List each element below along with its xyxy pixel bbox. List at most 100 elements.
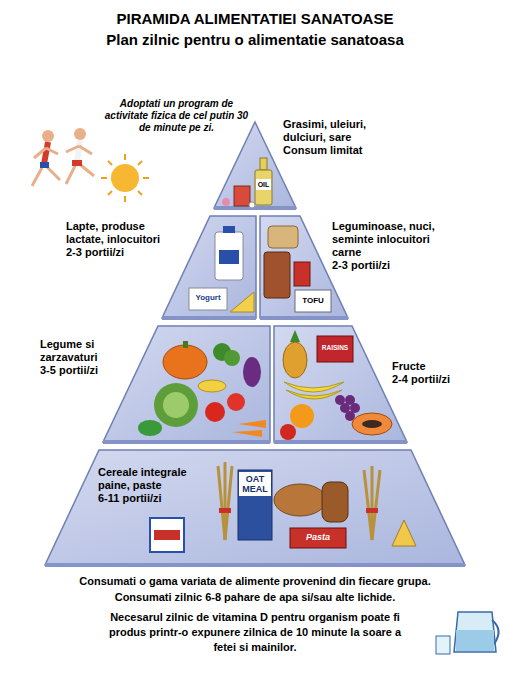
serving-count: 2-3 portii/zi (66, 246, 168, 259)
activity-note: Adoptati un program de activitate fizica… (104, 98, 249, 134)
label-box: OIL (256, 179, 271, 190)
tier-ledge (260, 316, 348, 320)
cereal-stripe (154, 530, 180, 540)
wheat-tie (366, 508, 378, 513)
tier-ledge (162, 316, 256, 320)
product-label: Yogurt (189, 292, 227, 304)
milk-cap (223, 226, 235, 233)
cabbage (163, 392, 189, 418)
banana (286, 390, 342, 399)
label-box: OAT MEAL (239, 474, 271, 494)
pineapple (283, 342, 307, 378)
serving-count: 6-11 portii/zi (98, 492, 210, 505)
carrot (238, 420, 266, 428)
runner-head (74, 128, 86, 140)
pyramid-tier (162, 216, 256, 318)
product-label: RAISINS (317, 343, 353, 353)
yogurt-cup (189, 288, 227, 310)
runner-head (42, 130, 54, 142)
group-name: Cereale integrale paine, paste (98, 466, 210, 492)
product-label: TOFU (295, 295, 331, 307)
label-box: Pasta (290, 531, 346, 544)
banana (284, 382, 344, 392)
candy (222, 198, 230, 206)
runner-body (44, 142, 48, 164)
food-group: Grasimi, uleiuri, dulciuri, sareConsum l… (283, 118, 395, 157)
group-name: Fructe (392, 360, 484, 373)
title-box: PIRAMIDA ALIMENTATIEI SANATOASE (0, 10, 510, 28)
oatmeal-box (238, 470, 272, 540)
water-jug (454, 612, 496, 652)
food-group: Leguminoase, nuci, seminte inlocuitori c… (332, 220, 444, 272)
runner-arm (79, 146, 92, 154)
cheese (230, 292, 254, 312)
water (456, 630, 494, 651)
group-name: Leguminoase, nuci, seminte inlocuitori c… (332, 220, 444, 259)
label-box: Adoptati un program de activitate fizica… (104, 98, 249, 134)
tortilla-chip (392, 520, 416, 546)
pumpkin (163, 345, 207, 379)
group-name: Grasimi, uleiuri, dulciuri, sare (283, 118, 395, 144)
serving-count: 2-3 portii/zi (332, 259, 444, 272)
oil-label (256, 179, 271, 190)
sun (111, 164, 139, 192)
pumpkin-stem (183, 341, 188, 348)
glass (436, 636, 450, 654)
tomato (227, 393, 245, 411)
food-group: Lapte, produse lactate, inlocuitori2-3 p… (66, 220, 168, 259)
runner-arm (46, 148, 58, 154)
title: PIRAMIDA ALIMENTATIEI SANATOASE (0, 10, 510, 28)
tier-ledge (103, 440, 270, 444)
footer-note: Necesarul zilnic de vitamina D pentru or… (100, 610, 410, 655)
apple (280, 424, 296, 440)
wheat-sheaf (218, 462, 232, 540)
jar (234, 186, 250, 206)
group-name: Legume si zarzavaturi (40, 338, 124, 364)
pepper (138, 420, 162, 436)
broccoli (224, 350, 240, 366)
milk-jug (215, 232, 243, 280)
product-label: OIL (256, 179, 271, 190)
serving-count: 3-5 portii/zi (40, 364, 124, 377)
beans-bag (264, 252, 290, 298)
food-group: Fructe2-4 portii/zi (392, 360, 484, 386)
runner-shorts (40, 162, 49, 168)
footer-note: Consumati o gama variata de alimente pro… (0, 574, 510, 588)
cabbage (154, 383, 198, 427)
cereal-box (150, 518, 184, 552)
label-box: Consumati zilnic 6-8 pahare de apa si/sa… (0, 590, 510, 604)
runner-body (77, 140, 80, 162)
tofu-box (295, 290, 331, 312)
sun-rays (101, 154, 149, 202)
tier-ledge (274, 440, 407, 444)
wheat-sheaf (364, 466, 380, 540)
pyramid-tier (45, 450, 465, 565)
papaya-seeds (362, 420, 382, 428)
orange (290, 404, 314, 428)
subtitle: Plan zilnic pentru o alimentatie sanatoa… (0, 31, 510, 49)
oil-bottle-neck (260, 158, 267, 170)
corn (198, 380, 226, 392)
pineapple-leaves (290, 330, 300, 342)
oatmeal-label (239, 472, 271, 496)
label-box: TOFU (295, 295, 331, 307)
runner-arm (66, 146, 79, 152)
product-label: OAT MEAL (239, 474, 271, 494)
label-box: Consumati o gama variata de alimente pro… (0, 574, 510, 588)
runner-shorts (72, 160, 82, 166)
tomato (205, 402, 225, 422)
pasta-box (290, 528, 346, 548)
carrot (232, 430, 262, 437)
salt (249, 202, 255, 208)
food-group: Legume si zarzavaturi3-5 portii/zi (40, 338, 124, 377)
jar (294, 262, 310, 286)
product-label: Pasta (290, 531, 346, 544)
wheat-tie (219, 508, 231, 513)
footer-note: Consumati zilnic 6-8 pahare de apa si/sa… (0, 590, 510, 604)
oil-bottle (255, 170, 272, 205)
group-name: Lapte, produse lactate, inlocuitori (66, 220, 168, 246)
milk-label (219, 250, 239, 264)
raisins-box (317, 336, 353, 362)
label-box: Yogurt (189, 292, 227, 304)
bread (322, 482, 348, 522)
